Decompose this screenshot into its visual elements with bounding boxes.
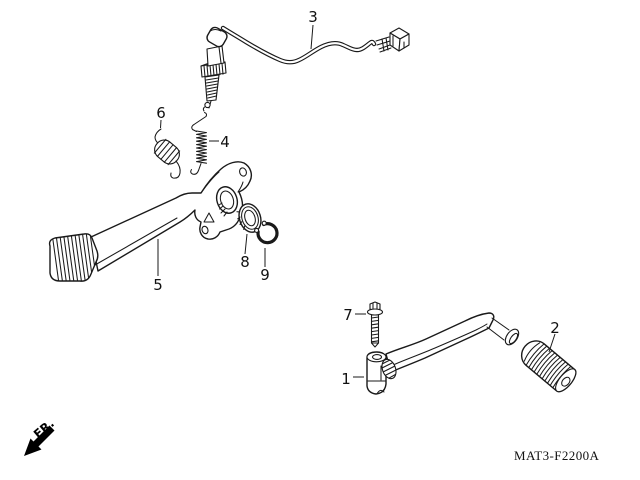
bolt-hole [371,354,383,360]
switch-plunger-tip [204,101,211,109]
callout-3: 3 [308,8,318,50]
callout-8-leader [244,233,248,255]
tab-hole [201,225,209,235]
svg-text:9: 9 [260,266,270,284]
brake-switch-spring [190,111,208,175]
rubber-bore [561,376,571,387]
svg-text:3: 3 [308,8,318,26]
svg-text:5: 5 [153,276,163,294]
svg-text:1: 1 [341,370,351,388]
wire-connector [375,27,410,53]
brake-pedal-arm [90,161,253,272]
snap-ring-lug [261,220,267,226]
snap-ring-lug [254,227,260,233]
fr-label: FR. [31,416,57,441]
svg-text:4: 4 [220,133,230,151]
pedal-return-spring [153,128,181,179]
callout-2: 2 [548,319,560,353]
casting-mark [203,212,215,223]
brake-pedal [48,161,253,282]
callout-7: 7 [343,306,366,324]
diagram-code: MAT3-F2200A [514,448,600,463]
pivot-bore-inner [219,190,235,210]
callout-1: 1 [341,370,364,388]
callout-2-leader [548,333,556,353]
pad-ribs [51,233,98,282]
snap-ring [254,220,279,245]
callout-6-leader [160,119,162,129]
washer [236,203,262,233]
svg-text:2: 2 [550,319,560,337]
brake-light-switch-body [200,26,228,112]
switch-wire [220,25,377,65]
ear-hole [239,167,247,177]
callout-8: 8 [240,233,250,271]
callout-5: 5 [153,239,163,294]
callout-9: 9 [260,248,270,284]
fr-direction-arrow: FR. [24,416,57,456]
shift-clamp-boss [366,351,399,395]
pinch-bolt [366,301,384,348]
fr-arrow-icon [24,425,55,456]
svg-text:7: 7 [343,306,353,324]
svg-text:6: 6 [156,104,166,122]
callout-6: 6 [156,104,166,129]
callout-4: 4 [209,133,230,151]
gearshift-pedal [366,312,520,395]
shift-arm [385,312,495,373]
callout-3-leader [310,24,314,50]
toe-peg [486,317,520,346]
svg-text:8: 8 [240,253,250,271]
pedal-rubber [520,340,577,393]
brake-light-switch-assembly [200,25,410,112]
switch-cap [206,26,228,48]
